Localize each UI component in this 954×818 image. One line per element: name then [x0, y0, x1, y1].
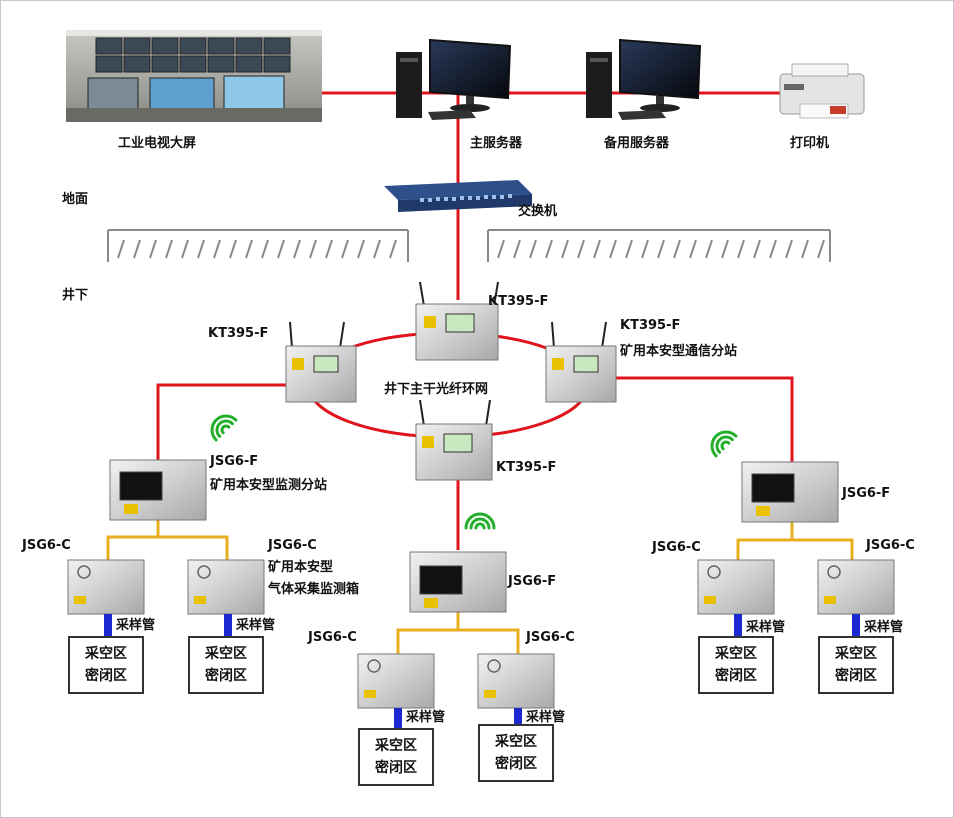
printer-label: 打印机 [790, 136, 830, 151]
sampling-tube-label: 采样管 [746, 620, 786, 635]
sampling-tube-label: 采样管 [116, 618, 156, 633]
sampling-tubes [104, 614, 860, 728]
backup-server-image [586, 38, 702, 120]
goaf-zone-box: 采空区 密闭区 [698, 636, 774, 694]
backup-server-label: 备用服务器 [604, 136, 670, 151]
goaf-zone-box: 采空区 密闭区 [358, 728, 434, 786]
collector-label: JSG6-C [268, 538, 317, 553]
collector-desc-label: 气体采集监测箱 [268, 582, 360, 597]
sampling-tube-label: 采样管 [526, 710, 566, 725]
monitor-label-left: JSG6-F [210, 454, 259, 469]
goaf-zone-box: 采空区 密闭区 [818, 636, 894, 694]
collector-desc-label: 矿用本安型 [268, 560, 334, 575]
zone-label: 采空区 [85, 646, 127, 662]
sampling-tube-label: 采样管 [236, 618, 276, 633]
wifi-icon [210, 414, 238, 442]
station-bottom-image [415, 399, 493, 481]
tv-wall-image [66, 30, 322, 122]
printer-image [779, 63, 865, 119]
zone-label: 密闭区 [375, 760, 417, 776]
wifi-icon [464, 512, 496, 530]
collector-label: JSG6-C [22, 538, 71, 553]
monitor-label-center: JSG6-F [508, 574, 557, 589]
collector-badges [74, 596, 836, 698]
right-branch-line [610, 376, 794, 462]
goaf-zone-box: 采空区 密闭区 [478, 724, 554, 782]
collector-label: JSG6-C [308, 630, 357, 645]
station-desc-label: 矿用本安型通信分站 [620, 344, 738, 359]
zone-label: 采空区 [375, 738, 417, 754]
monitor-right-image [741, 461, 839, 523]
surface-label: 地面 [62, 192, 89, 207]
station-label-bottom: KT395-F [496, 460, 557, 475]
collector-label: JSG6-C [866, 538, 915, 553]
zone-label: 采空区 [495, 734, 537, 750]
switch-image [384, 180, 532, 212]
zone-label: 密闭区 [495, 756, 537, 772]
sampling-tube-label: 采样管 [864, 620, 904, 635]
left-branch-line [156, 383, 290, 462]
station-label-right: KT395-F [620, 318, 681, 333]
station-label-left: KT395-F [208, 326, 269, 341]
tv-wall-label: 工业电视大屏 [118, 136, 197, 151]
collector-label: JSG6-C [526, 630, 575, 645]
zone-label: 密闭区 [715, 668, 757, 684]
zone-label: 密闭区 [835, 668, 877, 684]
ground-line-right [487, 229, 831, 262]
zone-label: 采空区 [715, 646, 757, 662]
switch-label: 交换机 [518, 204, 558, 219]
monitor-center-image [409, 551, 507, 613]
goaf-zone-box: 采空区 密闭区 [68, 636, 144, 694]
ground-line-left [107, 229, 409, 262]
zone-label: 密闭区 [85, 668, 127, 684]
collector-label: JSG6-C [652, 540, 701, 555]
zone-label: 采空区 [205, 646, 247, 662]
station-label-top: KT395-F [488, 294, 549, 309]
main-server-image [396, 38, 512, 120]
collector-lines [106, 520, 854, 655]
sampling-tube-label: 采样管 [406, 710, 446, 725]
underground-label: 井下 [62, 288, 89, 303]
wifi-icon [710, 430, 738, 458]
ring-network-label: 井下主干光纤环网 [384, 382, 489, 397]
collector-gauges [77, 565, 841, 673]
zone-label: 采空区 [835, 646, 877, 662]
main-server-label: 主服务器 [470, 136, 523, 151]
station-left-image [285, 321, 357, 403]
goaf-zone-box: 采空区 密闭区 [188, 636, 264, 694]
monitor-label-right: JSG6-F [842, 486, 891, 501]
monitor-desc-label: 矿用本安型监测分站 [210, 478, 328, 493]
monitor-left-image [109, 459, 207, 521]
station-right-image [545, 321, 617, 403]
zone-label: 密闭区 [205, 668, 247, 684]
station-top-image [415, 281, 499, 361]
